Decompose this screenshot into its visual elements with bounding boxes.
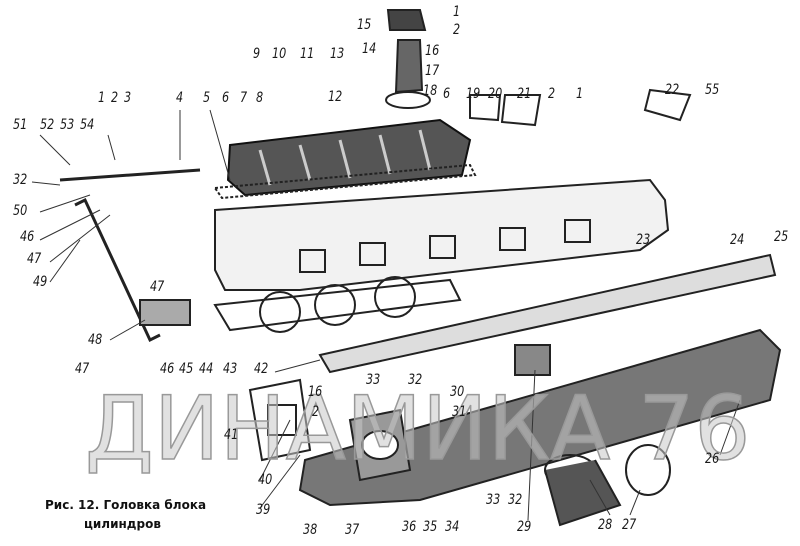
callout-label: 33 bbox=[366, 372, 381, 388]
callout-label: 21 bbox=[517, 86, 532, 102]
callout-label: 33 bbox=[486, 492, 501, 508]
figure-caption: Рис. 12. Головка блока bbox=[45, 498, 207, 512]
callout-label: 55 bbox=[705, 82, 720, 98]
callout-label: 53 bbox=[60, 117, 75, 133]
callout-label: 3 bbox=[124, 90, 132, 106]
callout-label: 17 bbox=[425, 63, 440, 79]
callout-label: 43 bbox=[223, 361, 238, 377]
pipe-sleeve bbox=[514, 344, 551, 376]
callout-label: 7 bbox=[240, 90, 248, 106]
callout-label: 46 bbox=[160, 361, 175, 377]
leader-lines bbox=[31, 109, 741, 521]
callout-label: 47 bbox=[150, 279, 165, 295]
lever-shaft bbox=[59, 168, 201, 182]
water-pipe bbox=[318, 253, 777, 374]
callout-label: 13 bbox=[330, 46, 345, 62]
callout-label: 51 bbox=[13, 117, 28, 133]
callout-label: 1 bbox=[576, 86, 584, 102]
callout-label: 48 bbox=[88, 332, 103, 348]
callout-label: 30 bbox=[450, 384, 465, 400]
callout-label: 23 bbox=[636, 232, 651, 248]
callout-label: 11 bbox=[300, 46, 315, 62]
callout-label: 27 bbox=[622, 517, 637, 533]
callout-label: 2 bbox=[453, 22, 461, 38]
callout-label: 29 bbox=[517, 519, 532, 535]
callout-label: 16 bbox=[308, 384, 323, 400]
callout-label: 20 bbox=[488, 86, 503, 102]
callout-label: 2 bbox=[312, 404, 320, 420]
callout-label: 15 bbox=[357, 17, 372, 33]
callout-label: 40 bbox=[258, 472, 273, 488]
callout-label: 47 bbox=[75, 361, 90, 377]
callout-label: 12 bbox=[328, 89, 343, 105]
oil-filler-neck bbox=[394, 39, 424, 94]
callout-label: 50 bbox=[13, 203, 28, 219]
clamp bbox=[625, 444, 671, 496]
callout-label: 6 bbox=[222, 90, 230, 106]
callout-label: 28 bbox=[598, 517, 613, 533]
callout-label: 41 bbox=[224, 427, 239, 443]
callout-label: 46 bbox=[20, 229, 35, 245]
callout-label: 2 bbox=[548, 86, 556, 102]
callout-label: 14 bbox=[362, 41, 377, 57]
callout-label: 1 bbox=[98, 90, 106, 106]
callout-label: 26 bbox=[705, 451, 720, 467]
callout-label: 25 bbox=[774, 229, 789, 245]
callout-label: 22 bbox=[665, 82, 680, 98]
callout-label: 42 bbox=[254, 361, 269, 377]
head-gasket bbox=[213, 278, 462, 332]
throttle-rod bbox=[74, 197, 161, 343]
callout-label: 32 bbox=[508, 492, 523, 508]
callout-label: 4 bbox=[176, 90, 184, 106]
callout-label: 32 bbox=[408, 372, 423, 388]
callout-label: 6 bbox=[443, 86, 451, 102]
callout-label: 34 bbox=[445, 519, 460, 535]
callout-label: 16 bbox=[425, 43, 440, 59]
callout-label: 32 bbox=[13, 172, 28, 188]
callout-label: 49 bbox=[33, 274, 48, 290]
callout-label: 5 bbox=[203, 90, 211, 106]
callout-label: 9 bbox=[253, 46, 261, 62]
watermark: ДИНАМИКА 76 bbox=[84, 377, 751, 480]
callout-label: 52 bbox=[40, 117, 55, 133]
callout-label: 24 bbox=[730, 232, 745, 248]
cover-plate bbox=[643, 88, 692, 122]
valve-cover bbox=[226, 118, 472, 197]
callout-label: 37 bbox=[345, 522, 360, 538]
exhaust-manifold bbox=[298, 328, 782, 507]
callout-label: 10 bbox=[272, 46, 287, 62]
callout-label: 44 bbox=[199, 361, 214, 377]
callout-label: 31 bbox=[452, 404, 467, 420]
callout-label: 18 bbox=[423, 83, 438, 99]
callout-label: 45 bbox=[179, 361, 194, 377]
callout-label: 39 bbox=[256, 502, 271, 518]
callout-label: 54 bbox=[80, 117, 95, 133]
callout-label: 8 bbox=[256, 90, 264, 106]
callout-label: 38 bbox=[303, 522, 318, 538]
callout-label: 35 bbox=[423, 519, 438, 535]
figure-caption-continued: цилиндров bbox=[84, 517, 161, 531]
callout-label: 19 bbox=[466, 86, 481, 102]
head-port bbox=[299, 249, 326, 273]
callout-label: 47 bbox=[27, 251, 42, 267]
manifold-gasket bbox=[248, 378, 312, 462]
bracket bbox=[139, 299, 191, 326]
cover-gasket bbox=[213, 163, 477, 200]
callout-label: 2 bbox=[111, 90, 119, 106]
callout-label: 1 bbox=[453, 4, 461, 20]
callout-label: 36 bbox=[402, 519, 417, 535]
